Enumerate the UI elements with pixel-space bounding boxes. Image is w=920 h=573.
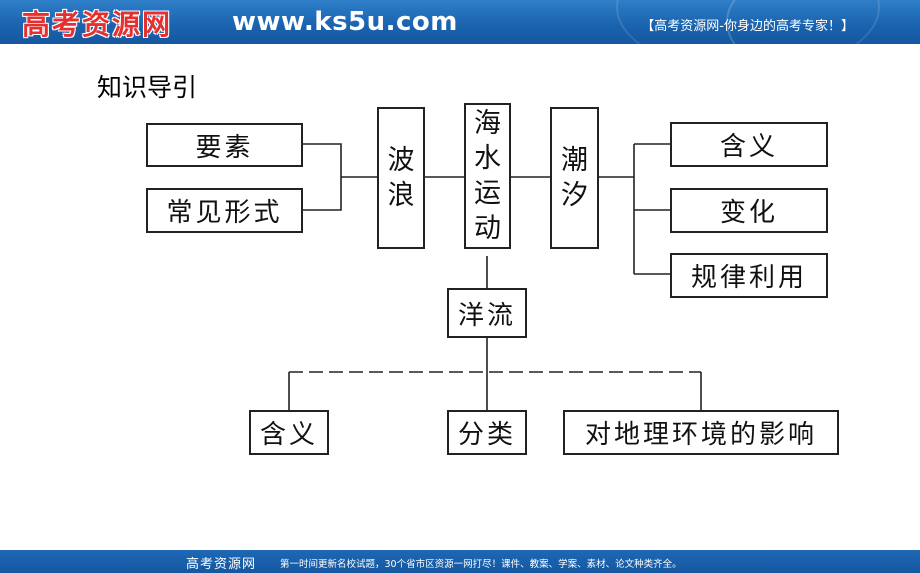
section-title: 知识导引 (97, 73, 198, 102)
node-guilv-liyong: 规律利用 (670, 253, 828, 298)
node-tide-hanyi: 含义 (670, 122, 828, 167)
node-yangliu: 洋流 (447, 288, 527, 338)
connector-yaosu (303, 143, 342, 177)
site-slogan: 【高考资源网-你身边的高考专家！】 (641, 19, 854, 34)
node-chaoxi: 潮汐 (550, 107, 599, 249)
node-bianhua: 变化 (670, 188, 828, 233)
node-bolang: 波浪 (377, 107, 425, 249)
node-yaosu: 要素 (146, 123, 303, 167)
node-fenlei: 分类 (447, 410, 527, 455)
site-logo[interactable]: 高考资源网 (22, 8, 173, 41)
footer-site-name[interactable]: 高考资源网 (186, 557, 257, 572)
connector-changjian (303, 177, 342, 211)
node-current-hanyi: 含义 (249, 410, 329, 455)
node-changjian-xingshi: 常见形式 (146, 188, 303, 233)
node-haishui-yundong: 海水运动 (464, 103, 511, 249)
site-footer: 高考资源网 第一时间更新名校试题，30个省市区资源一网打尽！课件、教案、学案、素… (0, 550, 920, 573)
footer-tagline: 第一时间更新名校试题，30个省市区资源一网打尽！课件、教案、学案、素材、论文种类… (280, 559, 682, 570)
node-yingxiang: 对地理环境的影响 (563, 410, 839, 455)
site-url[interactable]: www.ks5u.com (232, 7, 458, 37)
site-header: 高考资源网 www.ks5u.com 【高考资源网-你身边的高考专家！】 (0, 0, 920, 44)
